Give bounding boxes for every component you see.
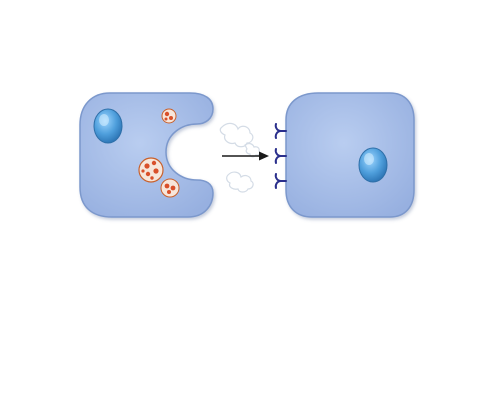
receptor-icon — [274, 148, 287, 164]
released-signal-molecules — [219, 122, 261, 193]
nucleus-icon — [93, 108, 123, 144]
vesicle-icon — [161, 108, 177, 124]
nucleus-icon — [358, 147, 388, 183]
secreting-cell — [79, 92, 214, 218]
target-cell — [274, 92, 415, 218]
vesicle-icon — [138, 157, 164, 183]
vesicle-icon — [160, 178, 180, 198]
receptor-icon — [274, 173, 287, 189]
receptor-icon — [274, 123, 287, 139]
target-cell-membrane — [285, 92, 415, 218]
arrow-icon — [222, 151, 269, 161]
